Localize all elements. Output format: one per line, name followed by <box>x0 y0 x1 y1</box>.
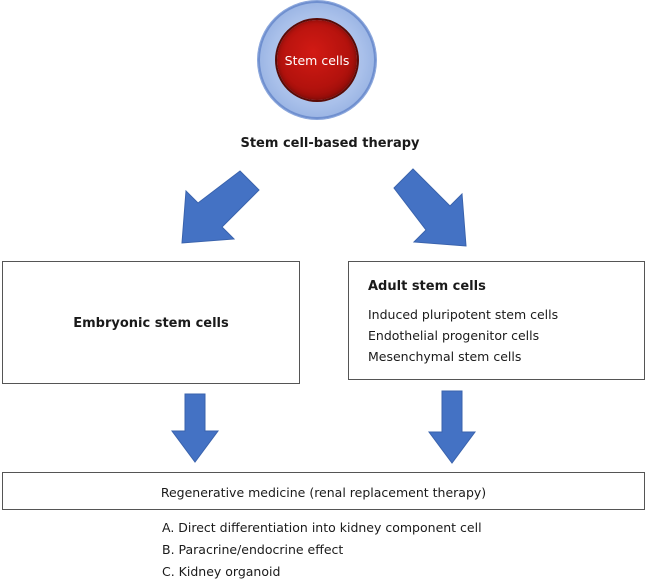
arrow-to-adult <box>393 168 467 247</box>
effect-item-organoid: C. Kidney organoid <box>162 564 281 579</box>
arrow-adult-to-regen <box>428 390 476 464</box>
adult-item-msc: Mesenchymal stem cells <box>368 349 522 364</box>
arrow-embryonic-to-regen <box>171 393 219 463</box>
stem-cell-core: Stem cells <box>277 20 357 100</box>
stem-cell-label: Stem cells <box>284 52 350 68</box>
adult-item-ipsc: Induced pluripotent stem cells <box>368 307 559 322</box>
embryonic-stem-cells-box: Embryonic stem cells <box>2 261 300 384</box>
adult-item-epc: Endothelial progenitor cells <box>368 328 540 343</box>
arrow-to-embryonic <box>181 170 260 244</box>
regenerative-medicine-label: Regenerative medicine (renal replacement… <box>160 485 487 500</box>
effect-item-paracrine: B. Paracrine/endocrine effect <box>162 542 344 557</box>
effect-item-direct-differentiation: A. Direct differentiation into kidney co… <box>162 520 482 535</box>
adult-stem-cells-box: Adult stem cells Induced pluripotent ste… <box>348 261 645 380</box>
embryonic-stem-cells-label: Embryonic stem cells <box>73 316 229 331</box>
adult-stem-cells-title: Adult stem cells <box>368 279 486 294</box>
therapy-title: Stem cell-based therapy <box>240 136 420 151</box>
regenerative-medicine-box: Regenerative medicine (renal replacement… <box>2 472 645 510</box>
